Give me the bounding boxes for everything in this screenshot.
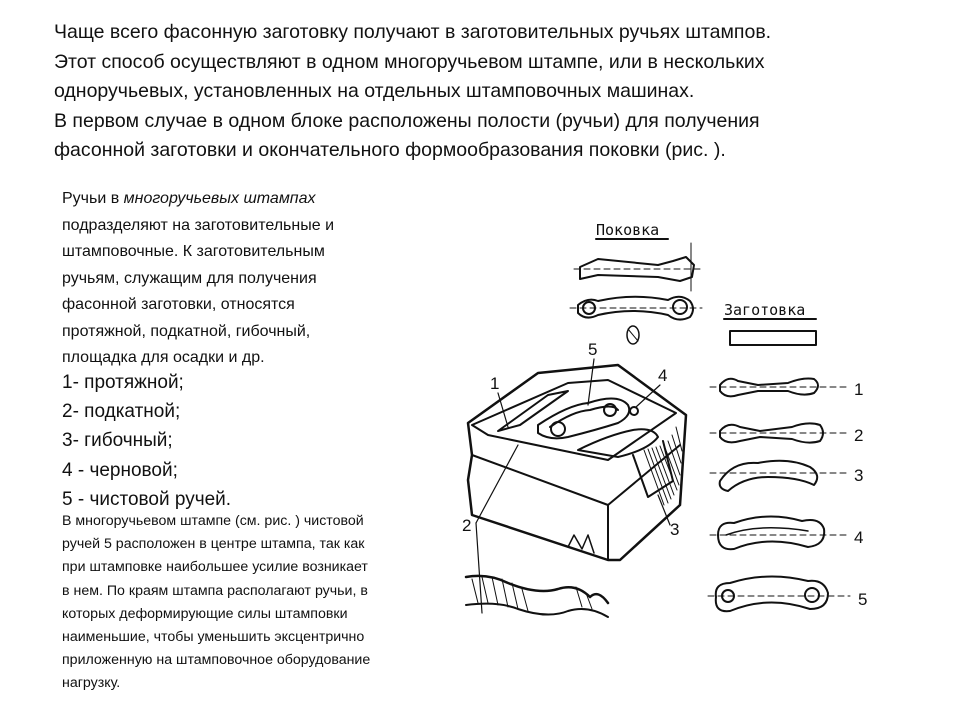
- stage-label-4: 4: [854, 528, 863, 547]
- forging-plan-view: [569, 295, 703, 345]
- leader-2a: [475, 444, 519, 524]
- die-label-4: 4: [658, 366, 667, 385]
- leader-5: [587, 358, 595, 406]
- die-section-profile: [464, 574, 610, 618]
- list-item: 5 - чистовой ручей.: [62, 488, 232, 510]
- stage-3-blank: [709, 459, 851, 492]
- die-block: [466, 363, 688, 562]
- intro-line: одноручьевых, установленных на отдельных…: [54, 80, 695, 102]
- note-line: которых деформирующие силы штамповки: [62, 605, 348, 622]
- stage-2-blank: [709, 422, 851, 444]
- intro-line: В первом случае в одном блоке расположен…: [54, 109, 760, 132]
- die-figure: Поковка Заготовка: [458, 205, 938, 635]
- side-line-italic: многоручьевых штампах: [123, 190, 316, 207]
- side-line-prefix: Ручьи в: [62, 190, 124, 207]
- die-label-1: 1: [490, 374, 499, 393]
- side-line: протяжной, подкатной, гибочный,: [62, 322, 311, 340]
- stage-label-2: 2: [854, 426, 863, 445]
- leader-4: [635, 384, 661, 408]
- leader-3: [657, 494, 671, 526]
- note-line: наименьшие, чтобы уменьшить эксцентрично: [62, 629, 365, 646]
- stage-label-1: 1: [854, 380, 863, 399]
- list-item: 2- подкатной;: [62, 401, 181, 423]
- intro-paragraph: Чаще всего фасонную заготовку получают в…: [54, 18, 934, 166]
- side-line: ручьям, служащим для получения: [62, 269, 317, 287]
- list-item: 4 - черновой;: [62, 459, 178, 481]
- intro-line: фасонной заготовки и окончательного форм…: [54, 139, 726, 161]
- side-line: Ручьи в многоручьевых штампах: [62, 186, 462, 213]
- note-line: В многоручьевом штампе (см. рис. ) чисто…: [62, 513, 364, 529]
- side-line: подразделяют на заготовительные и: [62, 216, 335, 234]
- note-line: в нем. По краям штампа располагают ручьи…: [62, 582, 368, 599]
- side-line: фасонной заготовки, относятся: [62, 296, 295, 313]
- die-label-2: 2: [462, 516, 471, 535]
- impression-list: 1- протяжной; 2- подкатной; 3- гибочный;…: [62, 368, 322, 514]
- side-line: площадка для осадки и др.: [62, 349, 265, 366]
- side-paragraph: Ручьи в многоручьевых штампах подразделя…: [62, 186, 462, 372]
- leader-2b: [475, 522, 483, 614]
- stage-label-5: 5: [858, 590, 867, 609]
- note-line: при штамповке наибольшее усилие возникае…: [62, 559, 368, 576]
- stage-label-3: 3: [854, 466, 863, 485]
- list-item: 1- протяжной;: [62, 372, 184, 393]
- blank-label: Заготовка: [724, 301, 805, 319]
- stage-1-blank: [709, 377, 851, 398]
- blank-bar: [729, 330, 817, 346]
- note-line: нагрузку.: [62, 675, 121, 692]
- forging-label: Поковка: [596, 221, 659, 239]
- intro-line: Этот способ осуществляют в одном многору…: [54, 50, 765, 73]
- side-line: штамповочные. К заготовительным: [62, 243, 325, 260]
- stage-4-blank: [709, 515, 851, 551]
- forging-top-view: [573, 242, 703, 292]
- die-drawing: Поковка Заготовка: [462, 221, 867, 618]
- note-paragraph: В многоручьевом штампе (см. рис. ) чисто…: [62, 510, 462, 696]
- leader-1: [497, 392, 509, 428]
- die-label-3: 3: [670, 520, 679, 539]
- die-label-5: 5: [588, 340, 597, 359]
- intro-line: Чаще всего фасонную заготовку получают в…: [54, 21, 772, 43]
- stage-5-blank: [707, 575, 851, 613]
- note-line: приложенную на штамповочное оборудование: [62, 652, 371, 669]
- note-line: ручей 5 расположен в центре штампа, так …: [62, 536, 365, 553]
- list-item: 3- гибочный;: [62, 430, 173, 452]
